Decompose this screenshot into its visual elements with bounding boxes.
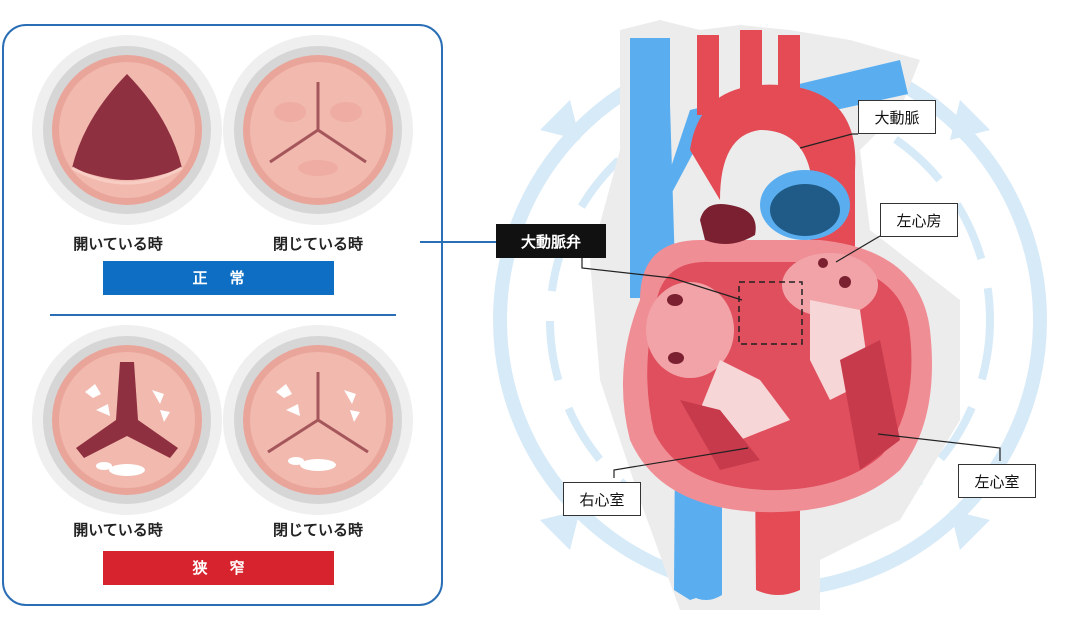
label-aortic-valve: 大動脈弁	[496, 224, 606, 258]
band-normal: 正常	[103, 261, 334, 295]
connector-line	[420, 241, 496, 243]
caption-stenosis-closed: 閉じている時	[272, 521, 363, 539]
label-right-ventricle: 右心室	[563, 482, 641, 516]
caption-stenosis-open: 開いている時	[73, 521, 163, 539]
leader-lines	[581, 133, 1001, 478]
valve-stenosis-open	[32, 325, 222, 515]
label-aorta: 大動脈	[858, 100, 936, 134]
label-left-atrium: 左心房	[880, 203, 958, 237]
label-left-ventricle: 左心室	[958, 464, 1036, 498]
heart-illustration	[590, 20, 960, 610]
valve-normal-open	[32, 35, 222, 225]
panel-divider	[50, 314, 396, 316]
valve-normal-closed	[223, 35, 413, 225]
valve-stenosis-closed	[223, 325, 413, 515]
band-stenosis: 狭窄	[103, 551, 334, 585]
caption-normal-open: 開いている時	[73, 235, 163, 253]
caption-normal-closed: 閉じている時	[272, 235, 363, 253]
valve-comparison-panel	[2, 24, 443, 606]
